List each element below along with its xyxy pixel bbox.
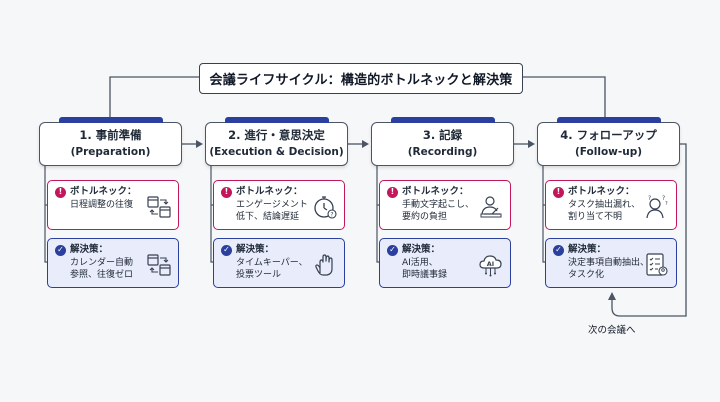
check-icon: ✓ bbox=[553, 244, 564, 256]
solution-line: カレンダー自動 bbox=[70, 258, 134, 268]
confused-person-icon: ? ? ? bbox=[646, 195, 668, 219]
stage-follow-up: 4. フォローアップ (Follow-up) bbox=[537, 117, 680, 166]
stage-subtitle: (Execution & Decision) bbox=[209, 146, 344, 158]
solution-card: ✓ 解決策： 決定事項自動抽出、タスク化 bbox=[545, 238, 677, 288]
solution-line: タイムキーパー、 bbox=[236, 258, 308, 268]
bottleneck-label: ボトルネック： bbox=[236, 186, 303, 197]
solution-label: 解決策： bbox=[402, 244, 441, 255]
stage-subtitle: (Preparation) bbox=[70, 146, 151, 158]
alert-icon: ! bbox=[553, 186, 564, 198]
bottleneck-card: ! ボトルネック： エンゲージメント低下、結論遅延 ? bbox=[213, 180, 345, 230]
bottleneck-label: ボトルネック： bbox=[402, 186, 469, 197]
check-icon: ✓ bbox=[221, 244, 232, 256]
bottleneck-line: 要約の負担 bbox=[402, 212, 448, 222]
ai-cloud-text: AI bbox=[487, 260, 494, 268]
bottleneck-line: エンゲージメント bbox=[236, 200, 308, 210]
alert-icon: ! bbox=[387, 186, 398, 198]
check-icon: ✓ bbox=[55, 244, 66, 256]
solution-label: 解決策： bbox=[70, 244, 109, 255]
solution-line: 投票ツール bbox=[236, 270, 282, 280]
stage-tab bbox=[58, 117, 163, 123]
stage-subtitle: (Follow-up) bbox=[574, 146, 643, 158]
stage-tab bbox=[224, 117, 329, 123]
alert-icon: ! bbox=[55, 186, 66, 198]
alert-icon: ! bbox=[221, 186, 232, 198]
bottleneck-line: 手動文字起こし、 bbox=[402, 200, 475, 210]
calendar-swap-icon bbox=[147, 196, 171, 218]
solution-card: ✓ 解決策： カレンダー自動参照、往復ゼロ bbox=[47, 238, 179, 288]
stage-recording: 3. 記録 (Recording) bbox=[371, 117, 514, 166]
stage-preparation: 1. 事前準備 (Preparation) bbox=[39, 117, 182, 166]
stage-subtitle: (Recording) bbox=[407, 146, 478, 158]
solution-line: 即時議事録 bbox=[402, 270, 448, 280]
stage-title: 2. 進行・意思決定 bbox=[228, 128, 325, 142]
svg-text:?: ? bbox=[665, 201, 668, 207]
solution-label: 解決策： bbox=[236, 244, 275, 255]
solution-label: 解決策： bbox=[568, 244, 607, 255]
svg-text:?: ? bbox=[662, 195, 665, 202]
solution-line: 決定事項自動抽出、 bbox=[568, 258, 650, 268]
solution-card: ✓ 解決策： AI活用、即時議事録 AI bbox=[379, 238, 511, 288]
bottleneck-label: ボトルネック： bbox=[70, 186, 137, 197]
person-writing-icon bbox=[480, 196, 502, 218]
stage-tab bbox=[556, 117, 661, 123]
task-checklist-icon bbox=[646, 253, 668, 276]
solution-line: タスク化 bbox=[568, 270, 605, 280]
svg-text:?: ? bbox=[330, 212, 333, 219]
raised-hand-icon bbox=[315, 254, 333, 276]
bottleneck-card: ! ボトルネック： 手動文字起こし、要約の負担 bbox=[379, 180, 511, 230]
stopwatch-icon: ? bbox=[314, 196, 337, 219]
stage-title: 1. 事前準備 bbox=[79, 128, 142, 142]
bottleneck-line: 日程調整の往復 bbox=[70, 200, 134, 210]
solution-card: ✓ 解決策： タイムキーパー、投票ツール bbox=[213, 238, 345, 288]
stage-execution: 2. 進行・意思決定 (Execution & Decision) bbox=[205, 117, 348, 166]
bottleneck-card: ! ボトルネック： 日程調整の往復 bbox=[47, 180, 179, 230]
bottleneck-label: ボトルネック： bbox=[568, 186, 635, 197]
stage-title: 3. 記録 bbox=[422, 128, 463, 142]
solution-line: AI活用、 bbox=[402, 258, 438, 268]
check-icon: ✓ bbox=[387, 244, 398, 256]
diagram-title: 会議ライフサイクル：構造的ボトルネックと解決策 bbox=[199, 63, 523, 94]
bottleneck-card: ! ボトルネック： タスク抽出漏れ、割り当て不明 ? ? ? bbox=[545, 180, 677, 230]
stage-tab bbox=[390, 117, 495, 123]
bottleneck-line: 割り当て不明 bbox=[568, 212, 623, 222]
loop-label: 次の会議へ bbox=[588, 325, 636, 336]
ai-cloud-icon: AI bbox=[479, 255, 502, 277]
solution-line: 参照、往復ゼロ bbox=[70, 270, 134, 280]
stage-title: 4. フォローアップ bbox=[560, 128, 657, 142]
svg-text:?: ? bbox=[648, 195, 651, 202]
calendar-swap-icon bbox=[147, 254, 171, 276]
bottleneck-line: 低下、結論遅延 bbox=[236, 212, 300, 222]
bottleneck-line: タスク抽出漏れ、 bbox=[568, 200, 641, 210]
